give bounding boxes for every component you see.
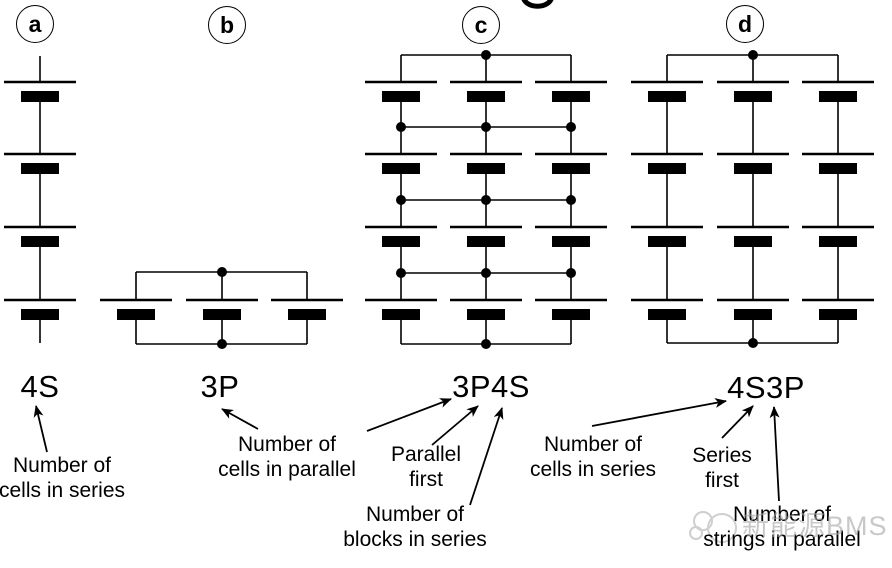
annotation-arrow xyxy=(431,405,479,446)
battery-plate-short xyxy=(117,309,155,320)
battery-plate-short xyxy=(21,91,59,102)
junction-dot xyxy=(396,122,406,132)
battery-plate-short xyxy=(552,236,590,247)
annotation-line: Number of xyxy=(12,454,112,477)
annotation-line: first xyxy=(409,468,443,491)
battery-plate-short xyxy=(734,309,772,320)
annotation-parallel-first: Parallel first xyxy=(391,442,461,492)
annotation-arrow xyxy=(469,407,504,506)
junction-dot xyxy=(566,268,576,278)
annotation-line: blocks in series xyxy=(343,528,487,551)
annotation-line: cells in series xyxy=(529,458,657,481)
junction-dot xyxy=(748,50,758,60)
annotation-line: cells in parallel xyxy=(218,458,356,481)
config-label-4s3p: 4S3P xyxy=(727,370,805,405)
annotation-line: Number of xyxy=(732,503,832,526)
annotation-line: Number of xyxy=(237,433,337,456)
annotation-arrow xyxy=(366,398,452,432)
battery-plate-short xyxy=(734,91,772,102)
battery-plate-short xyxy=(203,309,241,320)
annotation-line: strings in parallel xyxy=(703,528,861,551)
annotation-arrow xyxy=(769,406,780,502)
junction-dot xyxy=(748,338,758,348)
battery-plate-short xyxy=(288,309,326,320)
annotation-blocks-in-series: Number of blocks in series xyxy=(343,502,487,552)
annotation-line: Number of xyxy=(543,433,643,456)
battery-plate-short xyxy=(734,163,772,174)
junction-dot xyxy=(396,195,406,205)
junction-dot xyxy=(481,50,491,60)
annotation-cells-in-series-d: Number of cells in series xyxy=(530,432,656,482)
config-label-3p: 3P xyxy=(200,369,240,404)
battery-plate-short xyxy=(734,236,772,247)
watermark-logo xyxy=(689,511,737,543)
config-label-3p4s: 3P4S xyxy=(452,369,530,404)
junction-dot xyxy=(481,122,491,132)
panel-badge-c: c xyxy=(462,6,500,44)
battery-plate-short xyxy=(648,236,686,247)
junction-dot xyxy=(566,195,576,205)
battery-plate-short xyxy=(382,163,420,174)
battery-plate-short xyxy=(21,163,59,174)
battery-plate-short xyxy=(819,309,857,320)
watermark-logo-circle xyxy=(689,526,703,540)
battery-plate-short xyxy=(382,236,420,247)
panel-badge-b: b xyxy=(208,6,246,44)
panel-c-circuit xyxy=(365,50,607,349)
battery-plate-short xyxy=(648,91,686,102)
battery-plate-short xyxy=(648,309,686,320)
panel-a-circuit xyxy=(4,56,76,343)
panel-d-circuit xyxy=(631,50,874,348)
annotation-line: first xyxy=(705,469,739,492)
annotation-cells-in-series-a: Number of cells in series xyxy=(0,453,125,503)
annotation-line: Series xyxy=(692,444,752,467)
annotation-strings-in-parallel: Number of strings in parallel xyxy=(703,502,861,552)
config-label-4s: 4S xyxy=(20,369,60,404)
annotation-cells-in-parallel-b: Number of cells in parallel xyxy=(218,432,356,482)
annotation-line: Number of xyxy=(365,503,465,526)
battery-plate-short xyxy=(552,163,590,174)
junction-dot xyxy=(481,268,491,278)
battery-plate-short xyxy=(467,236,505,247)
watermark-text: 新能源BMS xyxy=(742,511,888,541)
junction-dot xyxy=(481,339,491,349)
battery-plate-short xyxy=(382,91,420,102)
panel-badge-d: d xyxy=(726,5,764,43)
battery-plate-short xyxy=(552,91,590,102)
annotation-line: cells in series xyxy=(0,479,126,502)
battery-plate-short xyxy=(467,91,505,102)
junction-dot xyxy=(217,267,227,277)
annotation-series-first: Series first xyxy=(692,443,752,493)
cropped-title-glyph xyxy=(521,0,554,9)
battery-plate-short xyxy=(467,163,505,174)
panel-b-circuit xyxy=(100,267,343,349)
annotation-arrow xyxy=(33,405,48,453)
junction-dot xyxy=(217,339,227,349)
battery-plate-short xyxy=(552,309,590,320)
junction-dot xyxy=(566,122,576,132)
watermark-logo-circle xyxy=(693,511,713,531)
annotation-arrow xyxy=(721,405,754,439)
junction-dot xyxy=(396,268,406,278)
battery-plate-short xyxy=(21,309,59,320)
annotation-arrow xyxy=(591,398,727,427)
battery-plate-short xyxy=(819,236,857,247)
battery-plate-short xyxy=(382,309,420,320)
annotation-line: Parallel xyxy=(390,443,462,466)
battery-plate-short xyxy=(21,236,59,247)
battery-plate-short xyxy=(819,91,857,102)
battery-plate-short xyxy=(467,309,505,320)
battery-plate-short xyxy=(648,163,686,174)
battery-plate-short xyxy=(819,163,857,174)
panel-badge-a: a xyxy=(16,5,54,43)
junction-dot xyxy=(481,195,491,205)
annotation-arrow xyxy=(221,408,259,430)
